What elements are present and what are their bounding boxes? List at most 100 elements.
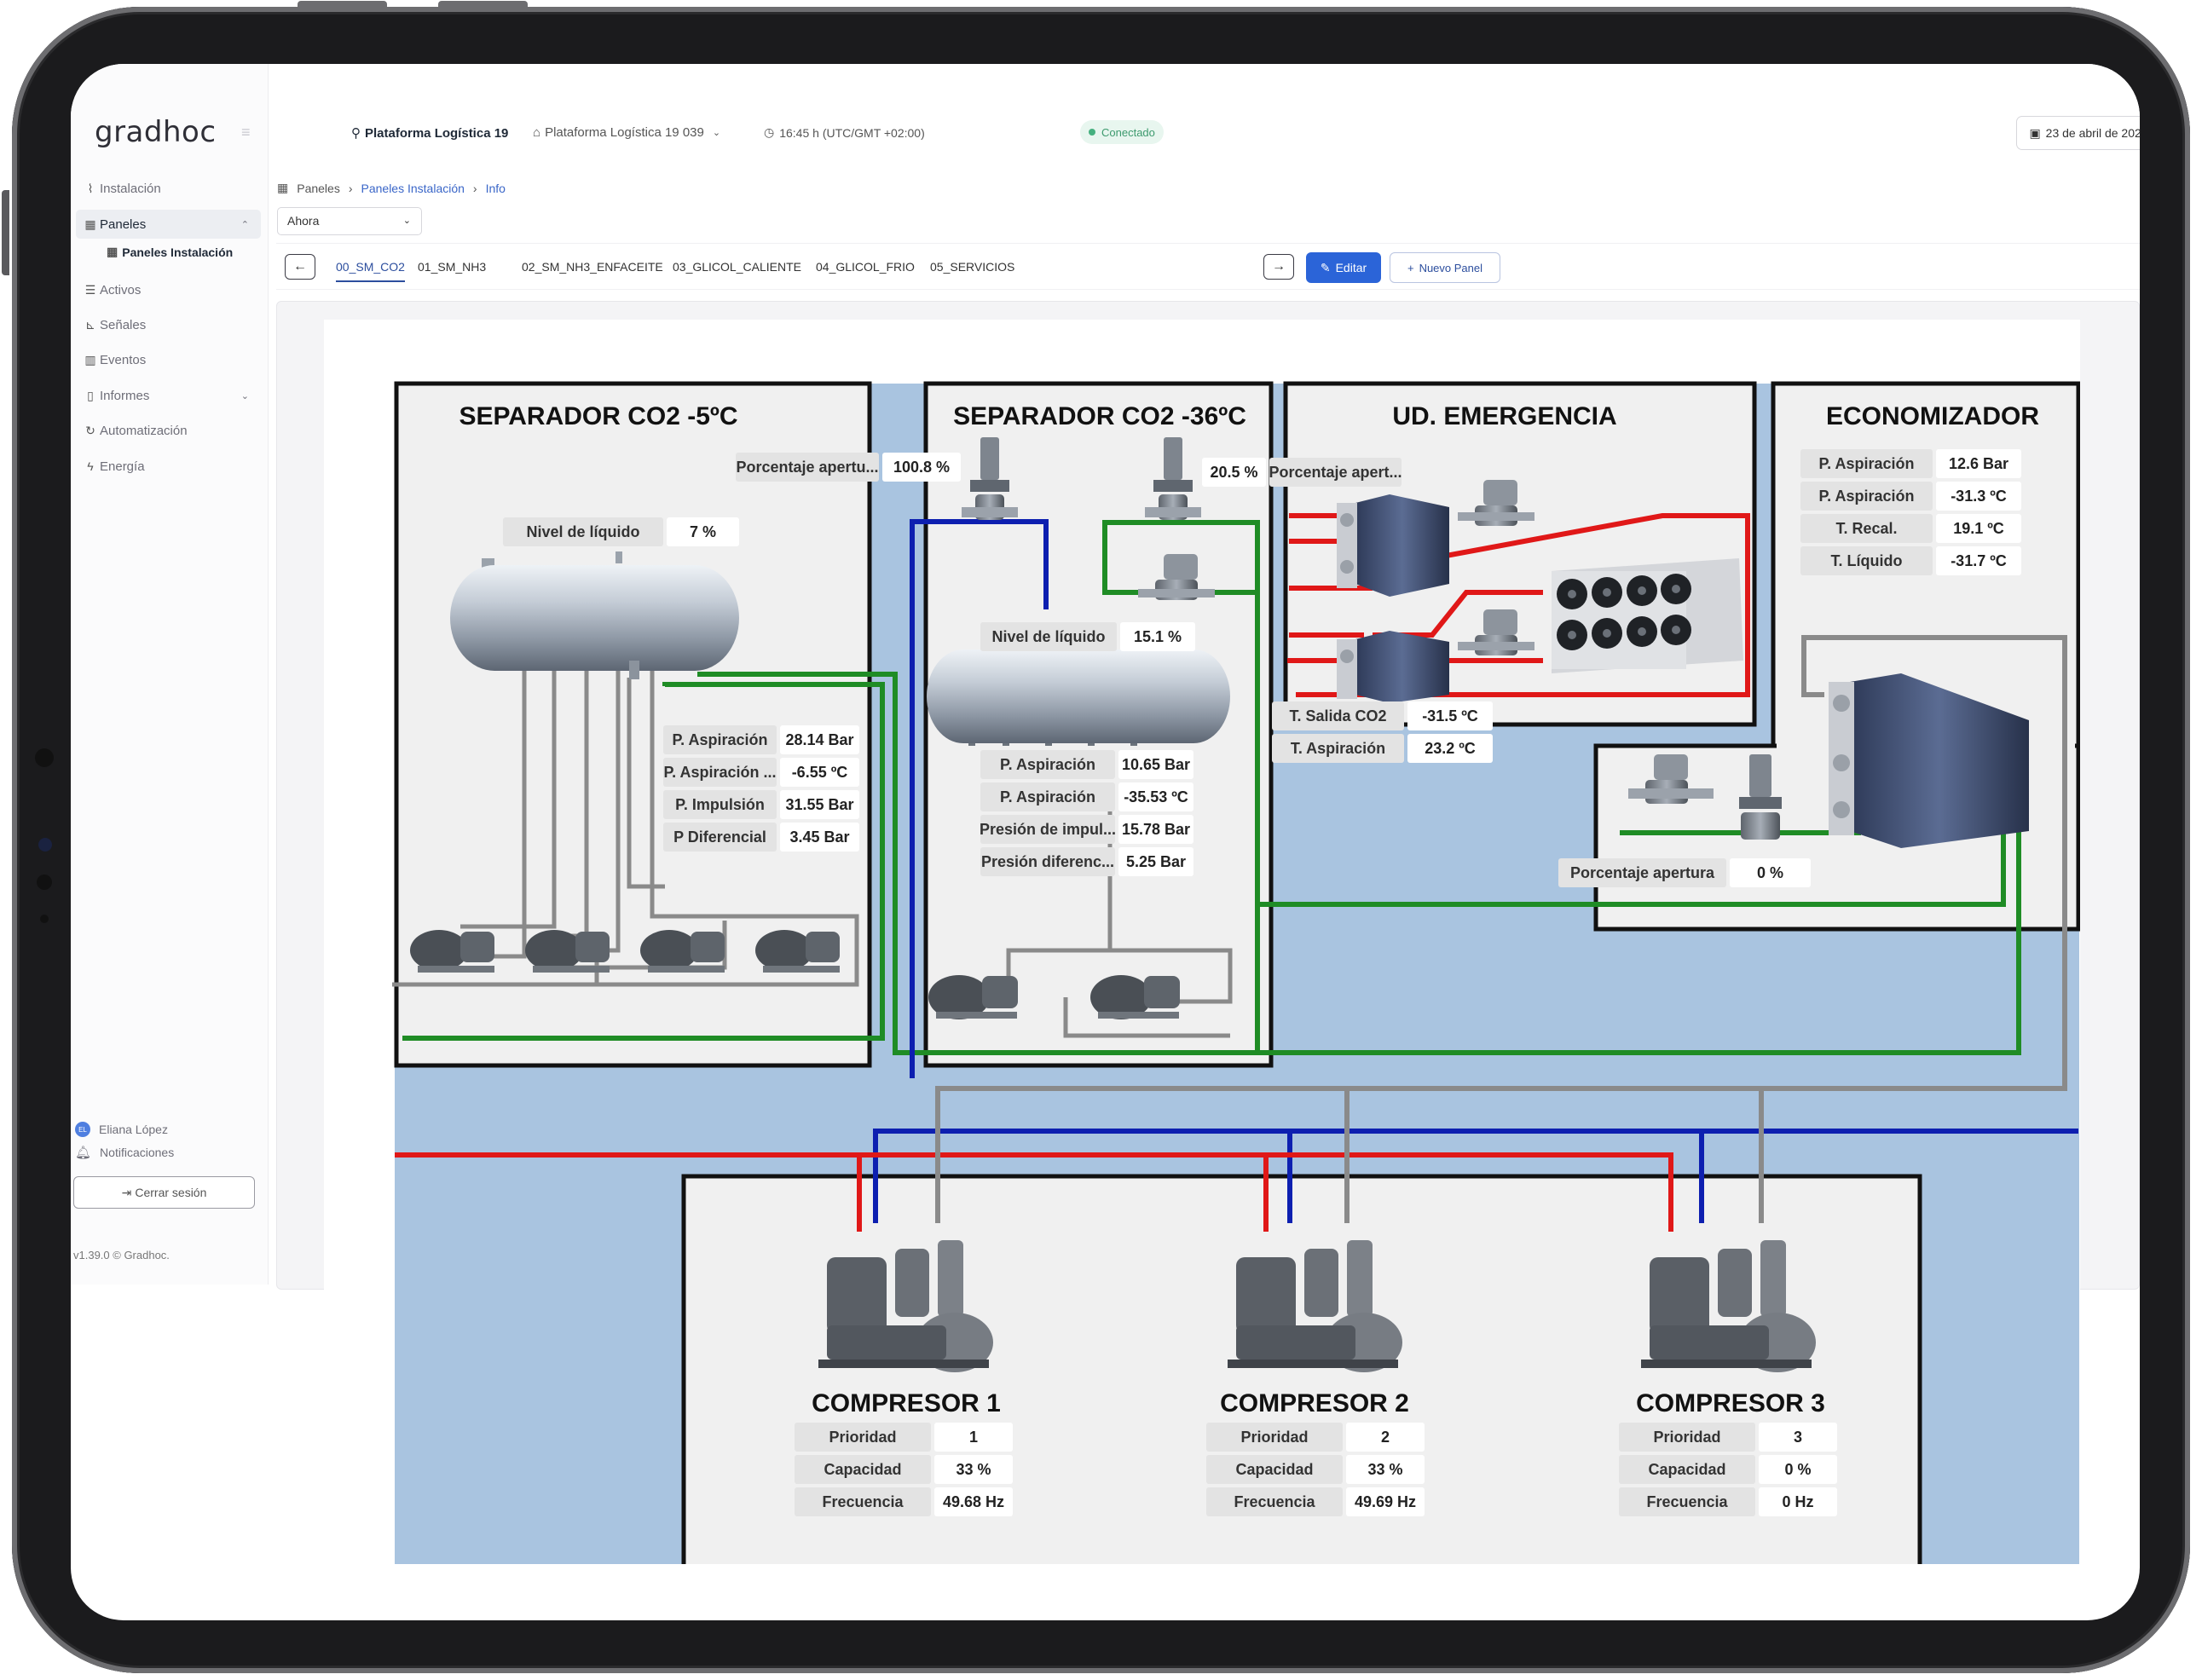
tab-03-glicol-caliente[interactable]: 03_GLICOL_CALIENTE [673,260,801,274]
sep1-readings-label: P. Aspiración ... [663,764,776,781]
sep2-liquid-level-value: 15.1 % [1134,628,1182,645]
tab-05-servicios[interactable]: 05_SERVICIOS [930,260,1015,274]
power-button [438,1,528,8]
sidebar-item-activos[interactable]: ☰Activos [76,275,261,304]
sidebar-item-instalacion[interactable]: ⌇Instalación [76,174,261,203]
date-picker-button[interactable]: ▣23 de abril de 2025 [2016,116,2140,150]
economizer-readings-label: P. Aspiración [1818,488,1914,505]
economizer-readings-label: P. Aspiración [1818,455,1914,472]
new-panel-button[interactable]: +Nuevo Panel [1390,252,1500,283]
sep1-readings-label: P. Aspiración [672,731,767,748]
compressor-2-title: COMPRESOR 2 [1220,1389,1409,1417]
version-text: v1.39.0 © Gradhoc. [73,1249,170,1261]
sep1-readings-value: 28.14 Bar [785,731,853,748]
report-icon: ▯ [87,388,94,402]
economizer-readings-label: T. Líquido [1831,552,1903,569]
chevron-up-icon: ⌃ [240,219,249,230]
emergency-readings-label: T. Salida CO2 [1289,707,1386,725]
side-button [2,190,9,275]
sep1-readings-value: -6.55 ºC [792,764,848,781]
clock-icon: ◷ [764,125,775,139]
compressor-icon [1641,1240,1816,1372]
logout-button[interactable]: ⇥Cerrar sesión [73,1176,255,1209]
next-tab-button[interactable]: → [1263,254,1294,280]
compressor-3-readings-value: 0 % [1784,1461,1811,1478]
top-header: ⚲Plataforma Logística 19 ⌂Plataforma Log… [269,64,2140,156]
compressor-3-readings-value: 0 Hz [1782,1493,1813,1510]
sep2-readings-label: Presión diferenc... [981,853,1114,870]
breadcrumb-item-paneles[interactable]: Paneles [297,181,340,195]
sidebar-item-senales[interactable]: ⊾Señales [76,310,261,339]
condenser-unit-icon [1552,558,1743,673]
building-icon: ⌂ [533,125,541,140]
valve-icon [1628,754,1714,804]
sidebar-item-paneles[interactable]: ▦Paneles ⌃ [76,210,261,239]
chevron-down-icon: ⌄ [240,390,249,401]
sidebar-item-eventos[interactable]: ▥Eventos [76,345,261,374]
economizer-title: ECONOMIZADOR [1826,402,2039,430]
breadcrumb-item-paneles-instalacion[interactable]: Paneles Instalación [361,181,465,195]
emergency-title: UD. EMERGENCIA [1392,402,1616,430]
separator-2-tank [927,649,1230,746]
logo: gradhoc [95,115,217,149]
separator-1-title: SEPARADOR CO2 -5ºC [459,402,737,430]
menu-toggle-icon[interactable]: ≡ [241,124,251,141]
economizer-valve-opening-label: Porcentaje apertura [1570,864,1715,881]
panel-tabs: ← 00_SM_CO2 01_SM_NH3 02_SM_NH3_ENFACEIT… [276,243,2140,290]
tab-01-sm-nh3[interactable]: 01_SM_NH3 [418,260,487,274]
compressor-1-readings-label: Frecuencia [822,1493,904,1510]
avatar: EL [75,1122,90,1137]
economizer-readings-value: -31.3 ºC [1951,488,2007,505]
tab-04-glicol-frio[interactable]: 04_GLICOL_FRIO [816,260,915,274]
sep2-readings-value: 15.78 Bar [1122,821,1190,838]
sep2-readings-value: 5.25 Bar [1126,853,1186,870]
sep2-valve-opening-label: Porcentaje apert... [1269,464,1402,481]
sidebar-subitem-paneles-instalacion[interactable]: ▦Paneles Instalación [107,245,234,259]
time-range-select[interactable]: Ahora ⌄ [277,207,422,235]
valve-icon [962,437,1018,520]
compressor-3-readings-label: Frecuencia [1646,1493,1728,1510]
platform-select[interactable]: ⌂Plataforma Logística 19 039 ⌄ [533,125,721,140]
breadcrumb-item-info[interactable]: Info [485,181,506,195]
compressor-icon [1228,1240,1402,1372]
sidebar-item-informes[interactable]: ▯Informes ⌄ [76,381,261,410]
tab-02-sm-nh3-enfaceite[interactable]: 02_SM_NH3_ENFACEITE [522,260,663,274]
chevron-down-icon: ⌄ [712,128,721,138]
bolt-icon: ϟ [87,459,94,473]
pump-icon [928,975,1018,1019]
compressor-3-title: COMPRESOR 3 [1636,1389,1825,1417]
valve-icon [1138,554,1215,600]
chevron-down-icon: ⌄ [402,216,411,226]
compressor-1-readings-label: Prioridad [829,1429,896,1446]
signal-icon: ⊾ [85,317,95,332]
pump-icon [755,930,840,973]
co2-plant-diagram: SEPARADOR CO2 -5ºC SEPARADOR CO2 -36ºC U… [324,320,2080,1564]
compressor-1-readings-value: 49.68 Hz [943,1493,1004,1510]
sep1-liquid-level-value: 7 % [690,523,716,540]
sep1-valve-opening-label: Porcentaje apertu... [736,459,878,476]
prev-tab-button[interactable]: ← [285,254,315,280]
economizer-readings-value: 12.6 Bar [1949,455,2008,472]
sep2-valve-opening-value: 20.5 % [1210,464,1257,481]
compressor-2-readings-label: Frecuencia [1234,1493,1315,1510]
tab-00-sm-co2[interactable]: 00_SM_CO2 [336,260,405,282]
separator-1-tank [450,551,739,679]
breadcrumb: ▦ Paneles › Paneles Instalación › Info [277,181,506,195]
sep1-readings-label: P Diferencial [673,828,766,846]
sensor-icon [38,838,52,852]
valve-icon [1458,480,1534,526]
volume-button [298,1,387,8]
sidebar-item-automatizacion[interactable]: ↻Automatización [76,416,261,445]
list-icon: ☰ [84,282,96,297]
camera-icon [35,748,54,767]
calendar-icon: ▣ [2029,125,2041,140]
compressor-2-readings-label: Capacidad [1235,1461,1313,1478]
notifications-link[interactable]: 🔔︎Notificaciones [75,1146,175,1160]
edit-button[interactable]: ✎Editar [1306,252,1381,283]
